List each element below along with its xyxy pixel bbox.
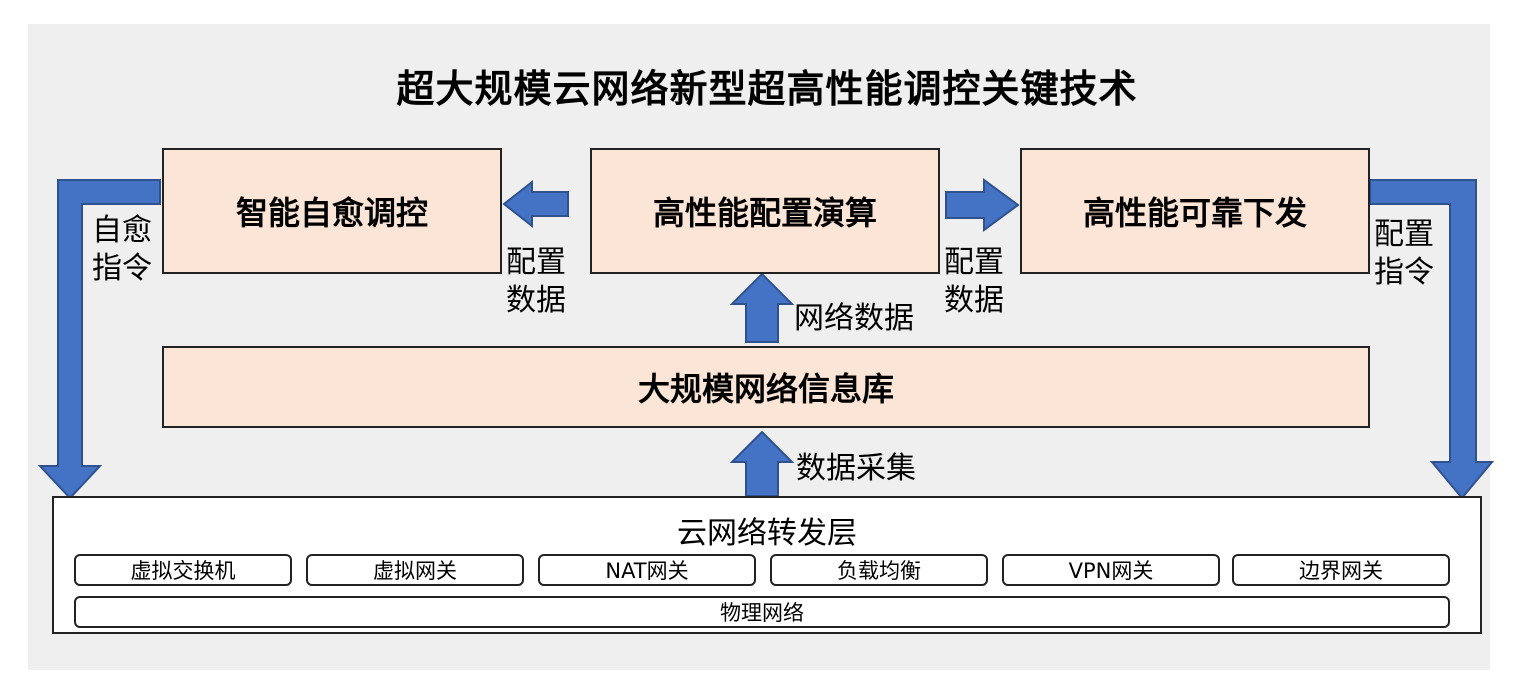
config-command-arrow: [1369, 179, 1495, 500]
network-database-box: 大规模网络信息库: [162, 346, 1370, 428]
config-command-label: 配置 指令: [1374, 217, 1434, 290]
border-gateway-item: 边界网关: [1232, 554, 1450, 586]
self-heal-label: 智能自愈调控: [235, 194, 428, 232]
virtual-switch-item: 虚拟交换机: [74, 554, 292, 586]
reliable-deliver-label: 高性能可靠下发: [1082, 194, 1307, 232]
config-data-right-label: 配置 数据: [944, 245, 1004, 318]
reliable-deliver-box: 高性能可靠下发: [1020, 148, 1370, 274]
self-heal-command-arrow: [37, 179, 161, 500]
nat-gateway-item: NAT网关: [538, 554, 756, 586]
config-compute-box: 高性能配置演算: [590, 148, 940, 274]
self-heal-box: 智能自愈调控: [162, 148, 502, 274]
network-database-label: 大规模网络信息库: [637, 370, 894, 408]
config-compute-label: 高性能配置演算: [652, 194, 877, 232]
config-data-left-arrow: [502, 179, 569, 229]
load-balancer-item: 负载均衡: [770, 554, 988, 586]
network-data-label: 网络数据: [794, 301, 914, 336]
config-data-left-label: 配置 数据: [506, 245, 566, 318]
self-heal-command-label: 自愈 指令: [92, 213, 152, 286]
page-title: 超大规模云网络新型超高性能调控关键技术: [396, 67, 1138, 111]
forwarding-layer: 云网络转发层 虚拟交换机 虚拟网关 NAT网关 负载均衡 VPN网关 边界网关 …: [52, 496, 1482, 634]
vpn-gateway-item: VPN网关: [1002, 554, 1220, 586]
network-data-arrow: [729, 272, 795, 343]
physical-network-item: 物理网络: [74, 596, 1450, 628]
config-data-right-arrow: [945, 178, 1020, 232]
forwarding-layer-title: 云网络转发层: [677, 516, 857, 551]
data-collect-arrow: [729, 430, 795, 497]
virtual-gateway-item: 虚拟网关: [306, 554, 524, 586]
data-collect-label: 数据采集: [796, 451, 916, 486]
